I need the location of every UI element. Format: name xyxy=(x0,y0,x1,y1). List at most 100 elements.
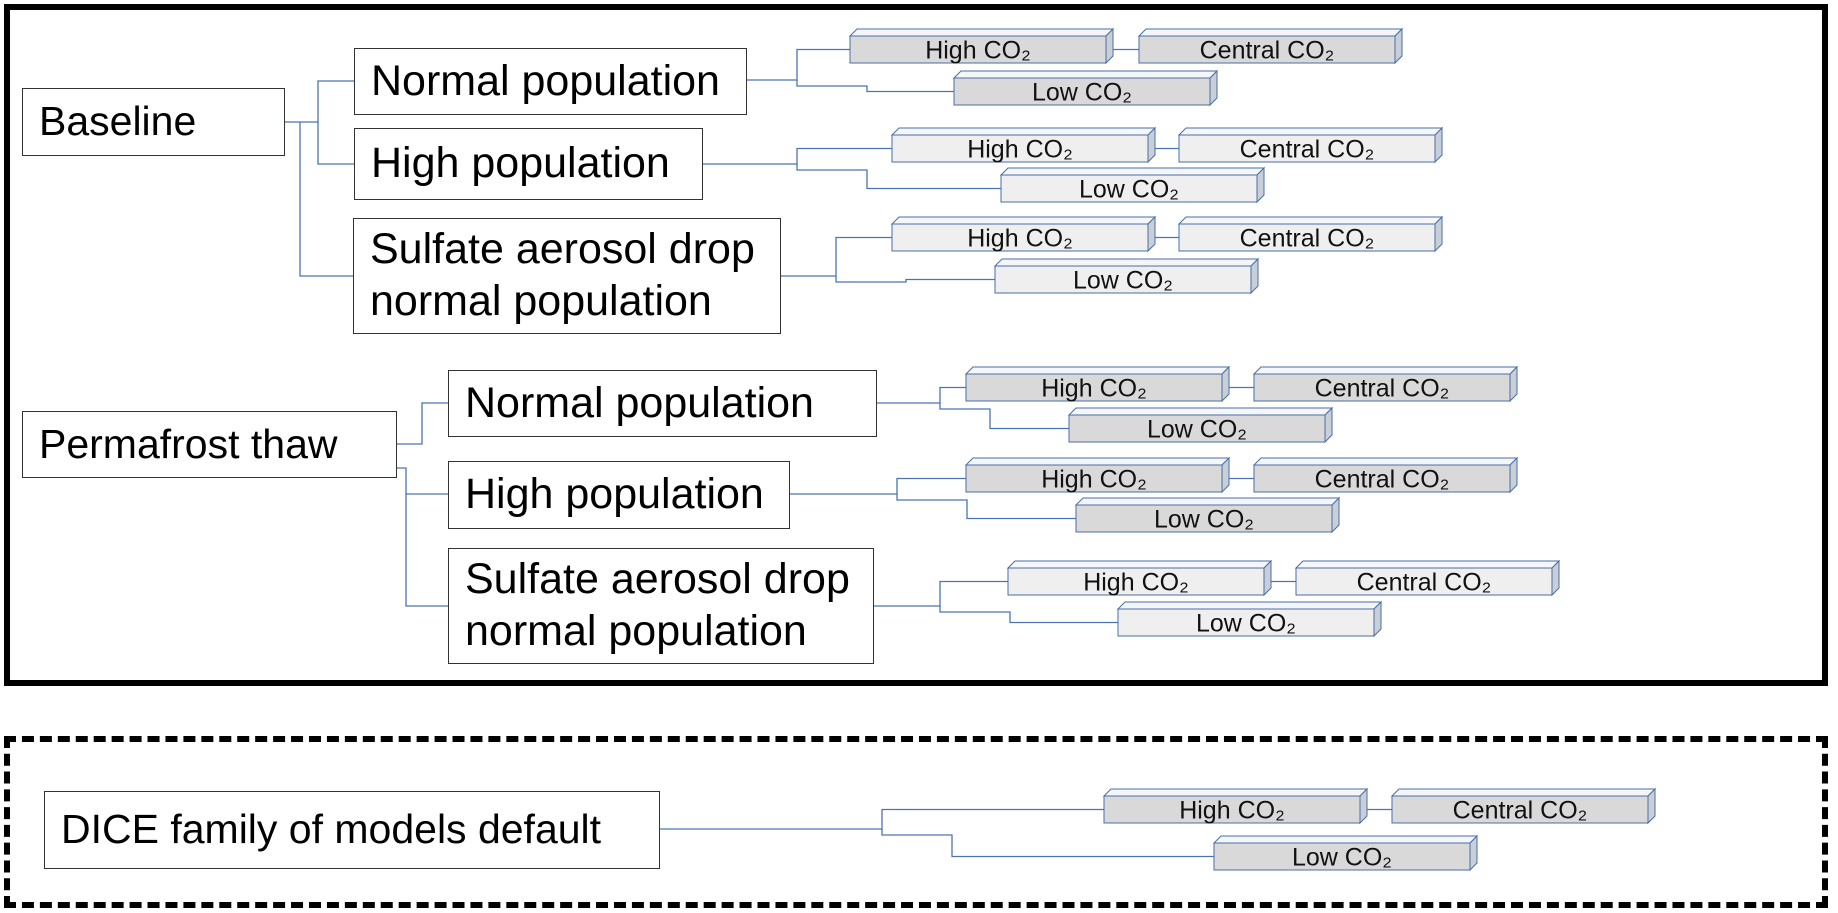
root-node-dice-default: DICE family of models default xyxy=(44,791,660,869)
leaf-front-face xyxy=(1253,464,1511,493)
leaf-label: High CO₂ xyxy=(1083,569,1189,597)
leaf-top-face xyxy=(964,366,1231,375)
branch-node-permafrost-high-population: High population xyxy=(448,461,790,529)
leaf-front-face xyxy=(1253,373,1511,402)
connector-dice-default-high xyxy=(660,808,1104,830)
leaf-baseline-high-low-co2: Low CO₂ xyxy=(999,166,1266,204)
leaf-baseline-sulfate-high-co2: High CO₂ xyxy=(890,215,1157,253)
leaf-label: Central CO₂ xyxy=(1315,466,1450,494)
leaf-front-face xyxy=(1075,504,1333,533)
leaf-label: High CO₂ xyxy=(1041,375,1147,403)
leaf-dice-default-high-co2: High CO₂ xyxy=(1102,787,1369,825)
connector-permafrost-high-low xyxy=(896,494,1076,520)
leaf-front-face xyxy=(891,134,1149,163)
connector-baseline-sulfate-low xyxy=(835,276,995,283)
leaf-top-face xyxy=(1252,366,1519,375)
connector-permafrost-high-high xyxy=(790,477,966,495)
branch-label: High population xyxy=(371,139,670,188)
leaf-dice-default-low-co2: Low CO₂ xyxy=(1212,834,1479,872)
leaf-top-face xyxy=(993,258,1260,267)
leaf-top-face xyxy=(999,167,1266,176)
branch-node-permafrost-sulfate-aerosol: Sulfate aerosol drop normal population xyxy=(448,548,874,664)
connector-baseline-normal-high xyxy=(747,48,850,81)
connector-permafrost-sulfate-high xyxy=(874,580,1008,607)
branch-node-baseline-high-population: High population xyxy=(354,128,703,200)
leaf-baseline-normal-high-co2: High CO₂ xyxy=(848,27,1115,65)
leaf-baseline-sulfate-central-co2: Central CO₂ xyxy=(1177,215,1444,253)
leaf-top-face xyxy=(890,127,1157,136)
leaf-front-face xyxy=(1138,35,1396,64)
leaf-top-face xyxy=(1137,28,1404,37)
leaf-top-face xyxy=(848,28,1115,37)
leaf-label: High CO₂ xyxy=(1041,466,1147,494)
branch-label: Normal population xyxy=(465,378,814,427)
leaf-baseline-normal-low-co2: Low CO₂ xyxy=(952,69,1219,107)
leaf-front-face xyxy=(891,223,1149,252)
branch-node-baseline-normal-population: Normal population xyxy=(354,48,747,115)
leaf-label: Low CO₂ xyxy=(1147,416,1247,444)
leaf-front-face xyxy=(994,265,1252,294)
leaf-top-face xyxy=(1212,835,1479,844)
leaf-label: Central CO₂ xyxy=(1357,569,1492,597)
main-scenarios-frame xyxy=(4,4,1828,686)
connector-baseline-sulfate xyxy=(299,122,353,277)
leaf-front-face xyxy=(1103,795,1361,824)
leaf-top-face xyxy=(1177,216,1444,225)
connector-permafrost-sulfate xyxy=(405,494,448,607)
connector-permafrost-normal-low xyxy=(939,403,1069,430)
connector-permafrost-high xyxy=(397,467,448,495)
leaf-label: Central CO₂ xyxy=(1453,797,1588,825)
leaf-baseline-high-central-co2: Central CO₂ xyxy=(1177,126,1444,164)
leaf-top-face xyxy=(1006,560,1273,569)
leaf-baseline-sulfate-low-co2: Low CO₂ xyxy=(993,257,1260,295)
leaf-label: Low CO₂ xyxy=(1292,844,1392,872)
leaf-label: Central CO₂ xyxy=(1315,375,1450,403)
leaf-permafrost-sulfate-low-co2: Low CO₂ xyxy=(1116,600,1383,638)
root-label: Permafrost thaw xyxy=(39,420,338,467)
connector-permafrost-normal-high xyxy=(877,386,966,404)
leaf-top-face xyxy=(1102,788,1369,797)
leaf-front-face xyxy=(1391,795,1649,824)
root-node-permafrost-thaw: Permafrost thaw xyxy=(22,411,397,478)
leaf-label: Central CO₂ xyxy=(1240,225,1375,253)
leaf-permafrost-high-central-co2: Central CO₂ xyxy=(1252,456,1519,494)
leaf-label: Low CO₂ xyxy=(1079,176,1179,204)
leaf-label: Low CO₂ xyxy=(1196,610,1296,638)
leaf-top-face xyxy=(1067,407,1334,416)
leaf-label: Central CO₂ xyxy=(1240,136,1375,164)
leaf-front-face xyxy=(1178,134,1436,163)
root-node-baseline: Baseline xyxy=(22,88,285,156)
branch-node-baseline-sulfate-aerosol: Sulfate aerosol drop normal population xyxy=(353,218,781,334)
connector-baseline-high-low xyxy=(796,164,1001,190)
leaf-front-face xyxy=(1178,223,1436,252)
leaf-dice-default-central-co2: Central CO₂ xyxy=(1390,787,1657,825)
leaf-front-face xyxy=(1007,567,1265,596)
leaf-permafrost-normal-high-co2: High CO₂ xyxy=(964,365,1231,403)
leaf-top-face xyxy=(1390,788,1657,797)
leaf-label: High CO₂ xyxy=(1179,797,1285,825)
leaf-top-face xyxy=(1252,457,1519,466)
leaf-label: Low CO₂ xyxy=(1073,267,1173,295)
branch-label-line-1: Sulfate aerosol drop xyxy=(370,225,755,274)
leaf-front-face xyxy=(1068,414,1326,443)
branch-label: High population xyxy=(465,470,764,519)
branch-label-line-2: normal population xyxy=(465,607,807,655)
leaf-label: Low CO₂ xyxy=(1032,79,1132,107)
connector-baseline-high-high xyxy=(703,147,892,165)
root-label: Baseline xyxy=(39,98,197,145)
connector-baseline-high xyxy=(317,122,354,165)
leaf-permafrost-high-low-co2: Low CO₂ xyxy=(1074,496,1341,534)
leaf-top-face xyxy=(1074,497,1341,506)
leaf-front-face xyxy=(1117,608,1375,637)
connector-dice-default-low xyxy=(881,829,1214,858)
leaf-baseline-high-high-co2: High CO₂ xyxy=(890,126,1157,164)
branch-label: Normal population xyxy=(371,56,720,105)
leaf-permafrost-normal-central-co2: Central CO₂ xyxy=(1252,365,1519,403)
leaf-front-face xyxy=(965,373,1223,402)
leaf-front-face xyxy=(965,464,1223,493)
leaf-front-face xyxy=(1295,567,1553,596)
leaf-permafrost-high-high-co2: High CO₂ xyxy=(964,456,1231,494)
leaf-label: High CO₂ xyxy=(967,225,1073,253)
